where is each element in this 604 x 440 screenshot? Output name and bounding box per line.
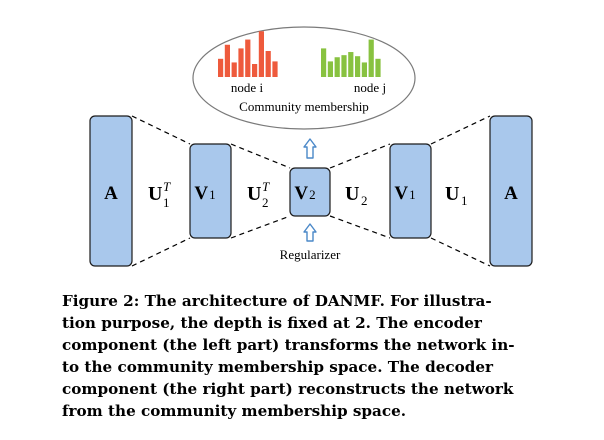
caption-line: to the community membership space. The d… — [62, 358, 494, 376]
matrix-v2-block — [289, 167, 331, 217]
histogram-bar — [321, 48, 327, 77]
svg-text:U: U — [247, 183, 261, 205]
histogram-bar — [245, 39, 251, 77]
matrix-v1-left-block — [189, 143, 232, 239]
histogram-bar — [272, 61, 278, 77]
svg-text:U: U — [445, 183, 459, 205]
svg-text:2: 2 — [361, 193, 368, 208]
histogram-bar — [361, 62, 367, 77]
histogram-bar — [265, 51, 271, 77]
histogram-bar — [218, 58, 224, 77]
v1-right-label: V1 — [394, 183, 415, 204]
figure-caption: Figure 2: The architecture of DANMF. For… — [62, 290, 562, 422]
node-j-histogram — [321, 39, 381, 77]
u1-label: U 1 — [445, 183, 468, 208]
node-j-label: node j — [354, 80, 386, 95]
a-right-label: A — [504, 183, 518, 204]
v2-label: V2 — [294, 183, 315, 204]
u2-transpose-label: U T 2 — [247, 179, 270, 210]
caption-line: component (the right part) reconstructs … — [62, 380, 514, 398]
matrix-a-right-block — [489, 115, 533, 267]
node-i-label: node i — [231, 80, 264, 95]
matrix-v1-right-block — [389, 143, 432, 239]
regularizer-label: Regularizer — [280, 247, 341, 262]
u2-label: U 2 — [345, 183, 368, 208]
svg-text:U: U — [345, 183, 359, 205]
histogram-bar — [231, 62, 237, 77]
svg-text:1: 1 — [461, 193, 468, 208]
u1-transpose-label: U T 1 — [148, 179, 171, 210]
up-arrow-icon — [303, 138, 317, 159]
v1-left-label: V1 — [194, 183, 215, 204]
histogram-bar — [224, 44, 230, 77]
histogram-bar — [252, 64, 258, 77]
svg-text:U: U — [148, 183, 162, 205]
caption-line: component (the left part) transforms the… — [62, 336, 515, 354]
histogram-bar — [348, 52, 354, 77]
histogram-bar — [238, 48, 244, 77]
matrix-a-left-block — [89, 115, 133, 267]
dashed-connectors — [131, 115, 491, 267]
caption-line: Figure 2: The architecture of DANMF. For… — [62, 292, 492, 310]
histogram-bar — [375, 58, 381, 77]
histogram-bar — [334, 57, 340, 77]
node-i-histogram — [218, 31, 278, 78]
histogram-bar — [368, 39, 374, 77]
regularizer-arrow-icon — [303, 223, 317, 242]
caption-line: from the community membership space. — [62, 402, 407, 420]
histogram-bar — [327, 61, 333, 77]
community-membership-label: Community membership — [239, 99, 369, 114]
svg-text:T: T — [163, 179, 171, 194]
svg-text:T: T — [262, 179, 270, 194]
caption-line: tion purpose, the depth is fixed at 2. T… — [62, 314, 482, 332]
histogram-bar — [341, 55, 347, 77]
a-left-label: A — [104, 183, 118, 204]
svg-text:2: 2 — [262, 195, 269, 210]
svg-text:1: 1 — [163, 195, 170, 210]
histogram-bar — [258, 31, 264, 78]
histogram-bar — [355, 56, 361, 77]
